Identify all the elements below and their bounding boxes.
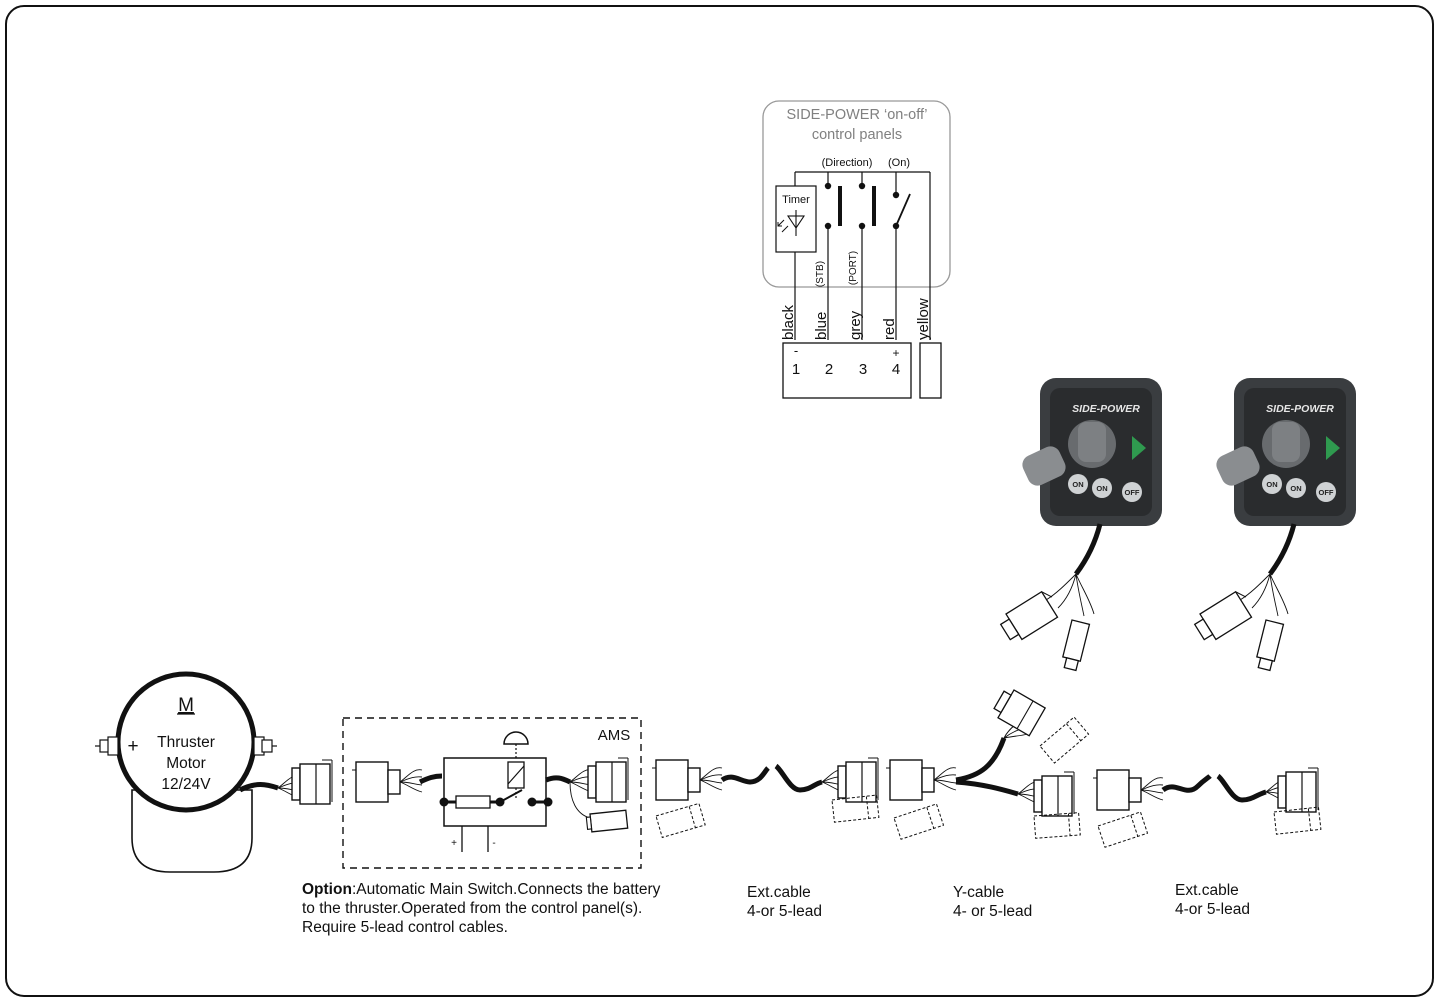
wire-label-blue: blue bbox=[813, 312, 830, 340]
on-button-left: ON bbox=[1266, 480, 1277, 489]
ext2-line2: 4-or 5-lead bbox=[1175, 901, 1250, 918]
ext-cable-2-caption: Ext.cable 4-or 5-lead bbox=[1175, 881, 1250, 919]
wire-label-grey: grey bbox=[847, 310, 864, 340]
page-frame bbox=[5, 5, 1434, 997]
panel-title-line2: control panels bbox=[812, 127, 902, 143]
on-label: (On) bbox=[888, 157, 910, 169]
option-line3: Require 5-lead control cables. bbox=[302, 919, 508, 936]
ext1-line1: Ext.cable bbox=[747, 884, 811, 901]
option-line2: to the thruster.Operated from the contro… bbox=[302, 900, 643, 917]
motor-line3: 12/24V bbox=[161, 776, 211, 793]
motor-line1: Thruster bbox=[157, 734, 215, 751]
ams-plus: + bbox=[451, 838, 457, 849]
on-button-left: ON bbox=[1072, 480, 1083, 489]
y-cable bbox=[885, 689, 1094, 844]
motor-plus: + bbox=[127, 736, 138, 757]
option-text: :Automatic Main Switch.Connects the batt… bbox=[351, 881, 661, 898]
joystick-cable-1 bbox=[999, 523, 1103, 672]
pin-4: 4 bbox=[892, 361, 900, 378]
ams-label: AMS bbox=[598, 727, 631, 744]
timer-label: Timer bbox=[782, 194, 810, 206]
joystick-panel-2: SIDE-POWER ON ON OFF bbox=[1213, 378, 1356, 526]
pin-3: 3 bbox=[859, 361, 867, 378]
terminal-block bbox=[782, 342, 912, 399]
motor-line2: Motor bbox=[166, 755, 206, 772]
ams-module: AMS + - bbox=[342, 717, 642, 869]
ext2-line1: Ext.cable bbox=[1175, 882, 1239, 899]
option-bold: Option bbox=[302, 881, 352, 898]
option-caption: Option:Automatic Main Switch.Connects th… bbox=[302, 880, 722, 937]
on-button-right: ON bbox=[1290, 484, 1301, 493]
port-label: (PORT) bbox=[848, 251, 859, 285]
pin-2: 2 bbox=[825, 361, 833, 378]
off-button: OFF bbox=[1125, 488, 1140, 497]
joystick-panel-1: SIDE-POWER ON ON OFF bbox=[1019, 378, 1162, 526]
bell-icon bbox=[503, 731, 529, 745]
y-cable-caption: Y-cable 4- or 5-lead bbox=[953, 883, 1032, 921]
ext-cable-2 bbox=[1092, 767, 1323, 849]
wire-label-red: red bbox=[881, 318, 898, 340]
motor-cable bbox=[238, 782, 279, 793]
y-line2: 4- or 5-lead bbox=[953, 903, 1033, 920]
yellow-terminal bbox=[919, 342, 942, 399]
panel-schematic: SIDE-POWER ‘on-off’ control panels (Dire… bbox=[762, 100, 951, 399]
brand-label: SIDE-POWER bbox=[1072, 403, 1140, 415]
ext-cable-1 bbox=[651, 757, 881, 839]
thruster-motor: M + Thruster Motor 12/24V bbox=[95, 671, 277, 873]
ext-cable-1-caption: Ext.cable 4-or 5-lead bbox=[747, 883, 822, 921]
terminal-minus: - bbox=[794, 343, 798, 358]
panel-title-line1: SIDE-POWER ‘on-off’ bbox=[787, 107, 928, 123]
ams-minus: - bbox=[492, 838, 495, 849]
motor-symbol: M bbox=[178, 695, 194, 716]
wire-label-yellow: yellow bbox=[915, 298, 932, 340]
brand-label: SIDE-POWER bbox=[1266, 403, 1334, 415]
stb-label: (STB) bbox=[815, 261, 826, 287]
wire-label-black: black bbox=[780, 304, 797, 340]
on-button-right: ON bbox=[1096, 484, 1107, 493]
motor-connector bbox=[291, 759, 333, 805]
terminal-plus: + bbox=[892, 346, 899, 360]
direction-label: (Direction) bbox=[822, 157, 873, 169]
pin-1: 1 bbox=[792, 361, 800, 378]
y-line1: Y-cable bbox=[953, 884, 1005, 901]
off-button: OFF bbox=[1319, 488, 1334, 497]
led-icon bbox=[777, 210, 806, 236]
ext1-line2: 4-or 5-lead bbox=[747, 903, 822, 920]
joystick-cable-2 bbox=[1193, 523, 1297, 672]
